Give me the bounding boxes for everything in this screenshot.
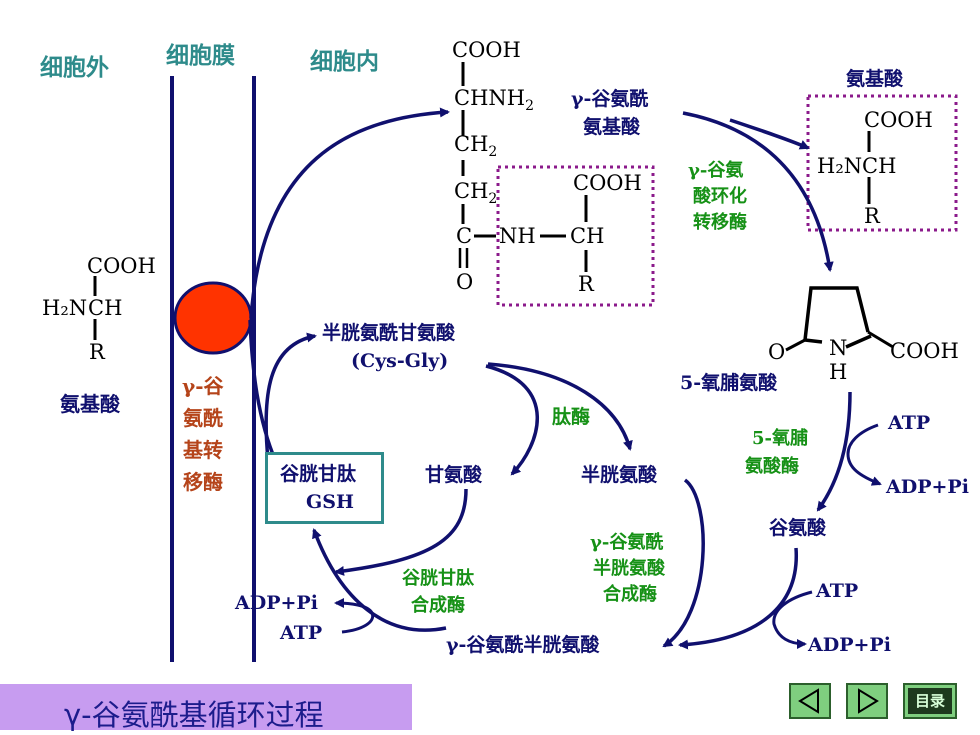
header-outside: 细胞外 (40, 54, 109, 81)
amino-acid-highlight-box (496, 165, 655, 307)
transpeptidase-line1: γ-谷 (182, 374, 224, 398)
header-inside: 细胞内 (310, 48, 379, 75)
dipep-ch2b-sub: 2 (488, 191, 498, 208)
cysgly-name: 半胱氨酰甘氨酸 (322, 322, 456, 344)
cyclotransferase-line3: 转移酶 (693, 212, 747, 233)
arrow-to-oxoproline (682, 111, 834, 272)
dipep-ch2-2: CH2 (454, 179, 498, 208)
right-aa-cooh: COOH (864, 108, 933, 132)
dipep-cooh: COOH (452, 38, 521, 62)
arrow-to-dipeptide (249, 107, 450, 319)
atp-3: ATP (280, 622, 323, 644)
arrow-to-glutamate (816, 391, 852, 512)
gs-line1: 谷胱甘肽 (402, 568, 474, 589)
carboxyl-bond (867, 330, 894, 349)
header-membrane: 细胞膜 (166, 42, 235, 69)
slide-title: γ-谷氨酰基循环过程 (64, 698, 324, 732)
left-aa-ch: CH (88, 296, 123, 320)
dipep-chnh2: CHNH2 (454, 86, 534, 115)
next-button[interactable] (846, 683, 888, 719)
transpeptidase-line2: 氨酰 (183, 406, 223, 430)
arrow-gsh-to-membrane (248, 319, 278, 463)
left-aa-cooh: COOH (87, 254, 156, 278)
dipep-cooh2: COOH (573, 171, 642, 195)
dipep-ch2-1: CH2 (454, 132, 498, 161)
gsh-box: 谷胱甘肽 GSH (265, 452, 384, 524)
transpeptidase-line3: 基转 (183, 438, 223, 462)
dipep-ch2a-text: CH (454, 132, 489, 156)
right-aa-ch: CH (862, 154, 897, 178)
carrier-enzyme (173, 281, 253, 355)
oxoprolinase-line1: 5-氧脯 (752, 428, 808, 449)
glutamate-label: 谷氨酸 (769, 517, 827, 539)
dipep-nh-sub: 2 (525, 98, 534, 115)
menu-button[interactable]: 目录 (903, 683, 957, 719)
arrow-to-glycine (485, 364, 539, 476)
oxoproline-o: O (768, 340, 786, 364)
dipep-chnh-text: CHNH (454, 86, 526, 110)
arrow-release-amino-acid (729, 118, 810, 150)
dipep-r: R (578, 272, 594, 296)
atp-consume-1 (846, 423, 882, 486)
slide-title-bar (0, 684, 412, 730)
carbonyl-bond (785, 338, 806, 352)
adp-1: ADP+Pi (886, 476, 969, 498)
prev-arrow-icon (798, 688, 819, 714)
right-amino-acid-box (806, 94, 958, 232)
prev-button[interactable] (789, 683, 831, 719)
glucys-label: γ-谷氨酰半胱氨酸 (446, 634, 600, 656)
glu-aa-line1: γ-谷氨酰 (571, 88, 649, 110)
dipep-nh: NH (499, 224, 536, 248)
left-aa-h2n: H₂N (42, 296, 88, 320)
arrow-cysteine-to-glucys (662, 478, 705, 648)
arrow-to-cysgly (264, 332, 317, 461)
oxoproline-cooh: COOH (890, 339, 959, 363)
gcs-line1: γ-谷氨酰 (590, 532, 664, 553)
left-aa-r: R (89, 340, 105, 364)
cysteine-label: 半胱氨酸 (581, 464, 658, 486)
glu-aa-line2: 氨基酸 (583, 116, 641, 138)
cyclotransferase-line1: γ-谷氨 (688, 160, 744, 181)
oxoprolinase-line2: 氨酸酶 (745, 456, 799, 477)
adp-2: ADP+Pi (808, 634, 891, 656)
right-aa-h2n: H₂N (817, 154, 863, 178)
right-aa-title: 氨基酸 (846, 68, 904, 90)
arrow-to-cysteine (487, 362, 633, 451)
dipep-ch2a-sub: 2 (488, 144, 498, 161)
adp-3: ADP+Pi (235, 592, 318, 614)
arrow-to-glucys (678, 547, 798, 650)
dipep-c: C (456, 224, 473, 248)
oxoproline-n: N (829, 336, 848, 360)
dipep-ch: CH (570, 224, 605, 248)
peptidase-label: 肽酶 (552, 406, 591, 428)
gsh-abbr: GSH (306, 491, 354, 513)
cyclotransferase-line2: 酸环化 (693, 186, 747, 207)
atp-consume-3 (334, 598, 375, 634)
left-aa-label: 氨基酸 (60, 392, 120, 416)
atp-consume-2 (772, 590, 813, 649)
dipep-o: O (456, 270, 474, 294)
glycine-label: 甘氨酸 (425, 464, 483, 486)
oxoproline-h: H (829, 360, 848, 384)
dipep-ch2b-text: CH (454, 179, 489, 203)
gcs-line3: 合成酶 (603, 584, 657, 605)
next-arrow-icon (858, 688, 879, 714)
atp-1: ATP (888, 412, 931, 434)
cysgly-abbr: (Cys-Gly) (351, 350, 449, 372)
arrow-glycine-to-gsh (334, 488, 468, 576)
gs-line2: 合成酶 (411, 595, 465, 616)
atp-2: ATP (816, 580, 859, 602)
transpeptidase-line4: 移酶 (183, 470, 223, 494)
right-aa-r: R (864, 204, 880, 228)
oxoproline-ring (803, 286, 872, 349)
gsh-name: 谷胱甘肽 (280, 463, 357, 485)
menu-label: 目录 (908, 688, 952, 714)
oxoproline-label: 5-氧脯氨酸 (680, 372, 778, 394)
gcs-line2: 半胱氨酸 (593, 558, 665, 579)
